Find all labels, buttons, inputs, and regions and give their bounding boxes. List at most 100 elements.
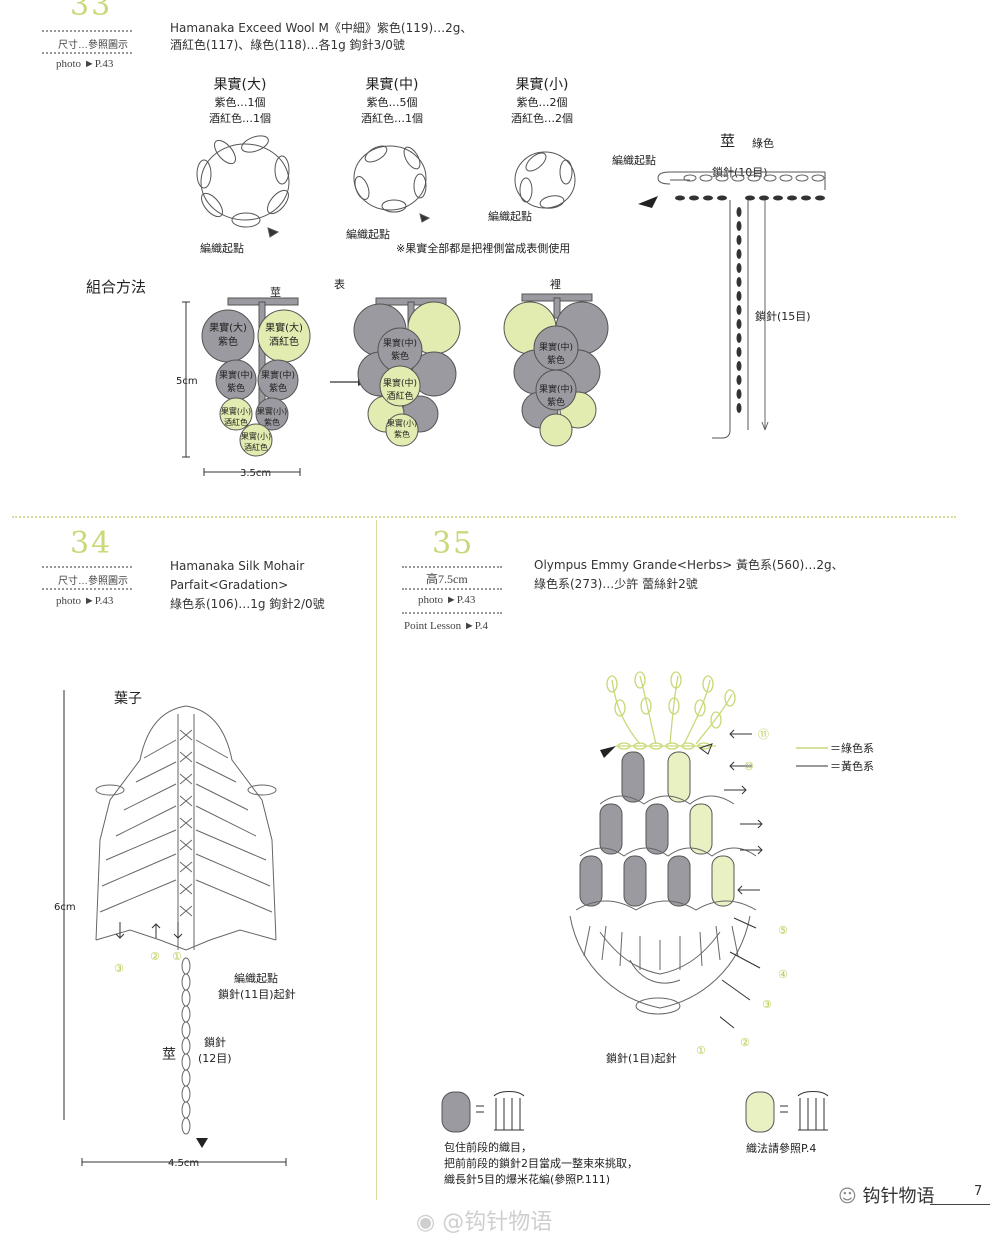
label-line: 紫色 [394, 430, 410, 439]
label-front-small-purple: 果實(小)紫色 [386, 418, 418, 440]
photo-label: photo [56, 58, 82, 70]
divider [402, 612, 502, 614]
back-label: 裡 [550, 278, 561, 291]
dim-width-34 [81, 1158, 287, 1166]
material-line: Hamanaka Exceed Wool M《中細》紫色(119)…2g、 [170, 21, 473, 35]
row-4-label: ④ [778, 968, 788, 981]
label-line: 紫色 [264, 418, 280, 427]
photo-page: P.43 [456, 594, 476, 606]
divider [402, 588, 502, 590]
label-line: 酒紅色 [224, 418, 248, 427]
size-ref: 尺寸…參照圖示 [58, 40, 128, 51]
label-front-med-wine: 果實(中)酒紅色 [380, 378, 420, 404]
fruit-medium-heading: 果實(中) 紫色…5個 酒紅色…1個 [352, 74, 432, 126]
pineapple-diagram [569, 671, 757, 1015]
legend [796, 747, 828, 767]
label-line: 紫色 [546, 356, 565, 366]
material-line: Olympus Emmy Grande<Herbs> 黃色系(560)…2g、 [534, 558, 844, 572]
label-med-purple-1: 果實(中)紫色 [216, 370, 256, 396]
fruit-small-line2: 酒紅色…2個 [511, 112, 573, 125]
stem-chain [181, 957, 191, 1135]
material-line: 酒紅色(117)、綠色(118)…各1g 鉤針3/0號 [170, 38, 405, 52]
photo-page: P.43 [94, 595, 114, 607]
end-triangle-icon [196, 1138, 208, 1148]
pineapple-chain-start: 鎖針(1目)起針 [606, 1052, 677, 1065]
row-2-label: ② [740, 1036, 750, 1049]
materials-34: Hamanaka Silk Mohair Parfait<Gradation> … [170, 557, 325, 614]
stem-color: 綠色 [752, 137, 774, 150]
material-line: Hamanaka Silk Mohair [170, 559, 305, 573]
legend-green: ＝綠色系 [830, 742, 874, 755]
label-line: 果實(中) [382, 379, 418, 389]
start-label-small: 編織起點 [488, 210, 532, 223]
chat-icon: ☺ [838, 1186, 857, 1207]
fruit-small-title: 果實(小) [515, 77, 569, 93]
fruit-diagrams [196, 135, 576, 238]
label-line: 果實(大) [209, 323, 247, 334]
assembly-diagram [182, 293, 609, 476]
leaf-chain-start-label: 鎖針(11目)起針 [218, 988, 296, 1001]
material-line: 綠色系(106)…1g 鉤針2/0號 [170, 597, 325, 611]
start-triangle-icon [638, 196, 658, 208]
stem-chain-marks [675, 195, 825, 413]
label-line: 果實(小) [256, 407, 288, 416]
stem-chain15-label: 鎖針(15目) [755, 310, 811, 323]
label-line: 果實(中) [538, 385, 574, 395]
label-line: 果實(中) [218, 371, 254, 381]
label-line: 果實(大) [265, 323, 303, 334]
dim-width-34-label: 4.5cm [168, 1158, 200, 1169]
label-line: 酒紅色 [244, 443, 268, 452]
label-front-med-purple: 果實(中) 紫色 [380, 338, 420, 364]
leaf-stitch-marks [95, 729, 277, 917]
arrow-icon: ► [463, 620, 475, 632]
materials-33: Hamanaka Exceed Wool M《中細》紫色(119)…2g、 酒紅… [170, 20, 472, 54]
leaf-start-label: 編織起點 [234, 972, 278, 985]
fruit-large-line1: 紫色…1個 [214, 96, 266, 109]
label-line: 紫色 [546, 398, 565, 408]
lesson-ref: Point Lesson ►P.4 [404, 620, 488, 632]
row-5-label: ⑤ [778, 924, 788, 937]
leaf-stem-label: 莖 [162, 1047, 176, 1063]
fruit-medium-line1: 紫色…5個 [366, 96, 418, 109]
lesson-label: Point Lesson [404, 620, 462, 632]
photo-label: photo [56, 595, 82, 607]
size-ref: 尺寸…參照圖示 [58, 576, 128, 587]
watermark-text: @钩针物语 [442, 1210, 553, 1235]
fruit-large-line2: 酒紅色…1個 [209, 112, 271, 125]
start-label-medium: 編織起點 [346, 228, 390, 241]
divider [42, 52, 132, 54]
label-line: 紫色 [218, 337, 238, 348]
dim-width-label: 3.5cm [240, 468, 272, 479]
row-10-label: ⑩ [744, 760, 754, 773]
dim-height-label: 5cm [176, 376, 198, 387]
fruit-note: ※果實全部都是把裡側當成表側使用 [396, 242, 571, 255]
row-2-label: ② [150, 950, 160, 963]
brand-name: 钩针物语 [862, 1186, 935, 1207]
fruit-small-line1: 紫色…2個 [516, 96, 568, 109]
label-back-med-purple-2: 果實(中) 紫色 [536, 384, 576, 410]
note-line: 織長針5目的爆米花編(參照P.111) [444, 1173, 610, 1186]
label-line: 酒紅色 [269, 337, 299, 348]
fruit-large-title: 果實(大) [213, 77, 267, 93]
fruit-medium-title: 果實(中) [365, 77, 419, 93]
stem-title: 莖 [720, 132, 736, 150]
row-1-label: ① [696, 1044, 706, 1057]
leaf-chain12-label: (12目) [198, 1052, 232, 1065]
pattern-number-34: 34 [70, 526, 113, 561]
row-11-label: ⑪ [758, 728, 769, 741]
label-line: 紫色 [390, 352, 409, 362]
pattern-number-33: 33 [70, 0, 113, 23]
label-line: 果實(中) [382, 339, 418, 349]
row-arrows [720, 729, 763, 1029]
photo-label: photo [418, 594, 444, 606]
label-large-purple: 果實(大) 紫色 [204, 322, 252, 350]
divider [402, 566, 502, 568]
label-line: 紫色 [268, 384, 287, 394]
lower-stitches [583, 925, 739, 970]
leaf-title: 葉子 [114, 691, 142, 707]
label-med-purple-2: 果實(中)紫色 [258, 370, 298, 396]
material-line: 綠色系(273)…少許 蕾絲針2號 [534, 577, 698, 591]
leaf-diagram [63, 690, 277, 1148]
start-label-large: 編織起點 [200, 242, 244, 255]
label-line: 果實(小) [220, 407, 252, 416]
